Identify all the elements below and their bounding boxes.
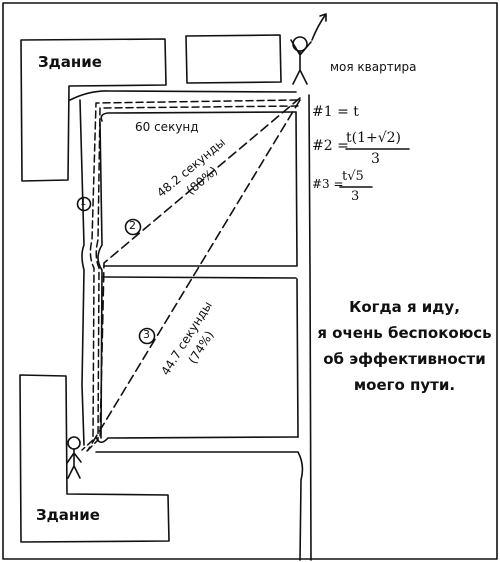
caption-line: Когда я иду, xyxy=(349,298,460,316)
formula-2-numerator: t(1+√2) xyxy=(346,130,402,146)
building-top-label: Здание xyxy=(38,53,102,71)
building-bottom-label: Здание xyxy=(36,506,100,524)
street-edge-bottom xyxy=(95,451,304,561)
stick-figure-top-body xyxy=(290,39,312,85)
caption-line: об эффективности xyxy=(323,350,486,368)
caption-line: я очень беспокоюсь xyxy=(317,324,492,342)
street-edge-right-outer xyxy=(308,94,312,561)
caption: Когда я иду, я очень беспокоюсь об эффек… xyxy=(312,294,497,398)
building-top-outline xyxy=(20,38,167,182)
route-1-time-label: 60 секунд xyxy=(135,120,199,134)
block-lower-top xyxy=(102,276,297,279)
exit-arrow xyxy=(311,13,327,41)
formula-2-denominator: 3 xyxy=(371,151,380,167)
block-upper-top xyxy=(100,111,297,122)
route-2-path xyxy=(99,97,301,441)
building-small-outline xyxy=(185,34,282,84)
route-2-marker: 2 xyxy=(129,219,136,232)
caption-line: моего пути. xyxy=(353,376,456,394)
route-3-marker: 3 xyxy=(143,328,150,341)
route-3-circle xyxy=(138,327,156,345)
route-1-circle xyxy=(76,196,92,212)
street-edge-left-outer xyxy=(79,99,85,446)
route-1-path-b xyxy=(85,105,299,453)
stick-figure-bottom-body xyxy=(66,448,82,479)
building-bottom-outline xyxy=(19,374,170,543)
stick-figure-bottom-head xyxy=(67,436,81,450)
formula-1: #1 = t xyxy=(312,104,359,120)
formula-2-lead: #2 = xyxy=(312,138,349,154)
formula-3-denominator: 3 xyxy=(351,189,360,204)
street-edge-left-inner xyxy=(97,121,103,439)
route-1-marker: 1 xyxy=(80,197,87,208)
street-edge-right-inner xyxy=(295,111,299,438)
formula-3-lead: #3 = xyxy=(312,177,344,191)
apartment-label: моя квартира xyxy=(330,60,417,74)
street-edge-top xyxy=(69,90,297,101)
route-1-path-a xyxy=(81,99,298,451)
block-lower-bottom xyxy=(95,436,299,444)
route-3-path xyxy=(87,99,301,451)
route-2-circle xyxy=(124,218,142,236)
formula-3-numerator: t√5 xyxy=(342,169,364,184)
